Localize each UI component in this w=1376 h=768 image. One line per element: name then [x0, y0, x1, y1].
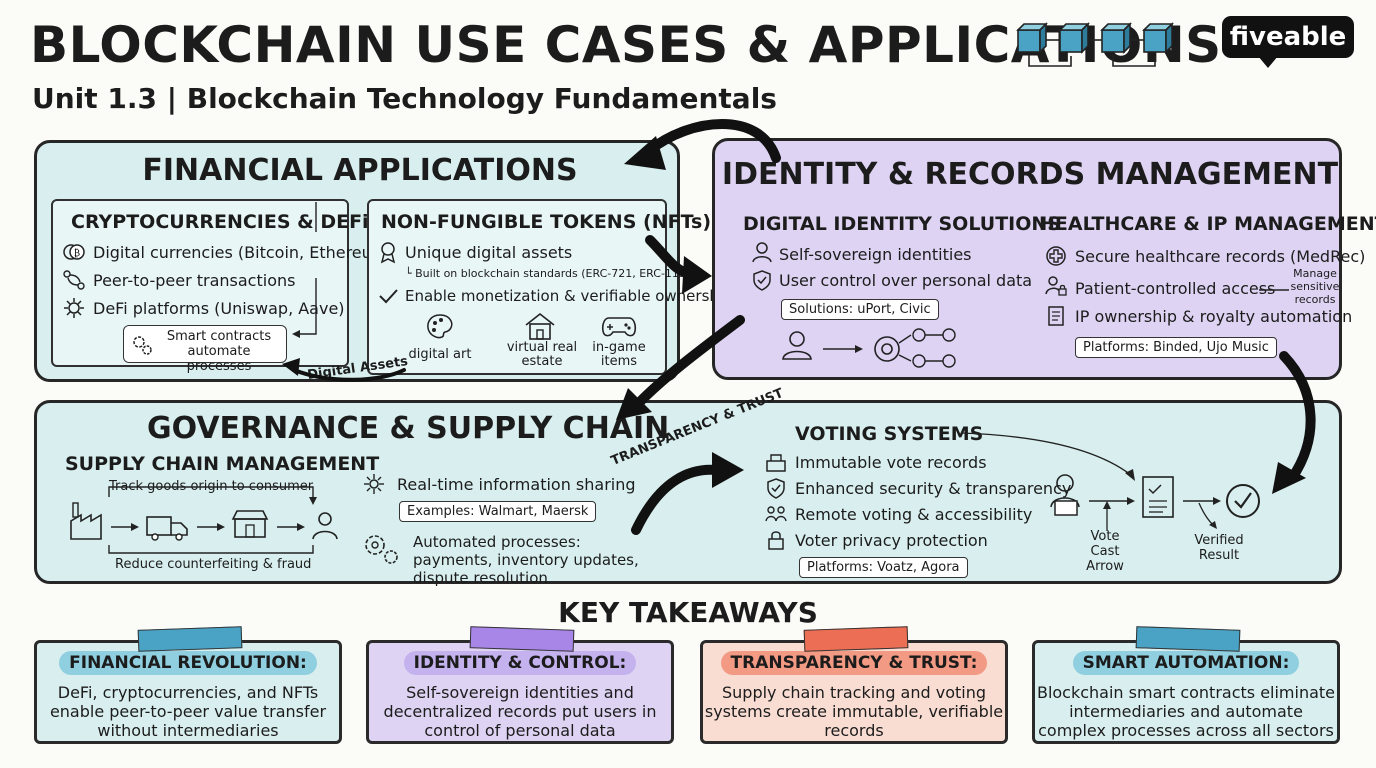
crypto-box: CRYPTOCURRENCIES & DEFi ₿ Digital curren… — [51, 199, 394, 374]
takeaway-title: TRANSPARENCY & TRUST: — [720, 651, 988, 675]
takeaway-card-transparency: TRANSPARENCY & TRUST: Supply chain track… — [700, 640, 1008, 744]
nft-unique: Unique digital assets — [405, 243, 573, 262]
takeaway-body: Supply chain tracking and voting systems… — [704, 683, 1004, 740]
voting-title: VOTING SYSTEMS — [795, 423, 984, 445]
nft-example: virtual real estate — [506, 340, 578, 369]
nft-standards: └ Built on blockchain standards (ERC-721… — [405, 267, 697, 280]
tape-strip — [803, 626, 909, 652]
medical-cross-icon — [1046, 246, 1066, 266]
house-icon — [525, 312, 555, 340]
voting-item: Immutable vote records — [795, 453, 987, 472]
fiveable-logo: fiveable — [1222, 16, 1354, 58]
crypto-item: Peer-to-peer transactions — [93, 271, 296, 290]
voting-curve-arrow — [960, 432, 1135, 481]
remote-users-icon — [765, 506, 787, 522]
gamepad-icon — [601, 317, 637, 337]
takeaway-title: SMART AUTOMATION: — [1072, 651, 1300, 675]
crypto-item: Digital currencies (Bitcoin, Ethereum) — [93, 243, 394, 262]
connector-line — [1259, 289, 1289, 291]
logo-tail — [1258, 56, 1278, 68]
shield-check-icon — [767, 478, 785, 499]
identity-panel: IDENTITY & RECORDS MANAGEMENT DIGITAL ID… — [712, 138, 1376, 380]
network-gear-icon — [64, 298, 84, 318]
takeaway-title: FINANCIAL REVOLUTION: — [59, 651, 317, 675]
realtime-label: Real-time information sharing — [397, 475, 636, 494]
voting-item: Enhanced security & transparency — [795, 479, 1072, 498]
takeaways-title: KEY TAKEAWAYS — [558, 596, 818, 629]
supply-chain-title: SUPPLY CHAIN MANAGEMENT — [65, 453, 380, 475]
tape-strip — [469, 626, 575, 652]
lock-icon — [768, 531, 784, 550]
crypto-title: CRYPTOCURRENCIES & DEFi — [71, 211, 369, 233]
health-item: Patient-controlled access — [1075, 279, 1276, 298]
identity-item: User control over personal data — [779, 271, 1033, 290]
verified-label: Verified Result — [1194, 533, 1244, 563]
shield-icon — [753, 270, 771, 291]
user-lock-icon — [1045, 276, 1067, 296]
coins-icon: ₿ — [63, 244, 85, 260]
smart-contracts-box: Smart contracts automate processes — [123, 325, 287, 374]
tape-strip — [1135, 626, 1241, 652]
tape-strip — [137, 626, 243, 652]
page-subtitle: Unit 1.3 | Blockchain Technology Fundame… — [32, 82, 777, 115]
check-icon — [379, 289, 398, 304]
takeaway-title-wrap: SMART AUTOMATION: — [1035, 651, 1337, 675]
nft-title: NON-FUNGIBLE TOKENS (NFTs) — [381, 211, 712, 233]
document-icon — [1048, 306, 1064, 326]
voting-platforms-chip: Platforms: Voatz, Agora — [799, 557, 968, 578]
examples-chip: Examples: Walmart, Maersk — [399, 501, 597, 522]
supply-chain-flow — [70, 486, 338, 554]
solutions-chip: Solutions: uPort, Civic — [781, 299, 939, 320]
vote-cast-label: Vote Cast Arrow — [1086, 529, 1124, 574]
corner-glyph: └ — [405, 267, 416, 280]
svg-text:₿: ₿ — [74, 248, 80, 259]
takeaway-body: Self-sovereign identities and decentrali… — [383, 683, 657, 740]
nft-example: in-game items — [592, 340, 646, 369]
health-item: IP ownership & royalty automation — [1075, 307, 1353, 326]
takeaway-body: DeFi, cryptocurrencies, and NFTs enable … — [49, 683, 327, 740]
nft-example: digital art — [408, 347, 472, 362]
financial-panel: FINANCIAL APPLICATIONS CRYPTOCURRENCIES … — [34, 140, 733, 383]
takeaway-body: Blockchain smart contracts eliminate int… — [1036, 683, 1336, 740]
digital-identity-title: DIGITAL IDENTITY SOLUTIONS — [743, 213, 1061, 235]
sharing-hub-icon — [364, 474, 384, 494]
health-item: Secure healthcare records (MedRec) — [1075, 247, 1366, 266]
smart-contracts-label: Smart contracts automate processes — [166, 329, 272, 374]
financial-title: FINANCIAL APPLICATIONS — [142, 153, 578, 188]
nft-box: NON-FUNGIBLE TOKENS (NFTs) Unique digita… — [367, 199, 733, 375]
blockchain-cubes-icon — [1016, 22, 1174, 67]
ballot-box-icon — [766, 454, 786, 472]
nft-standards-text: Built on blockchain standards (ERC-721, … — [415, 267, 698, 280]
award-icon — [380, 242, 396, 264]
identity-title: IDENTITY & RECORDS MANAGEMENT — [721, 157, 1339, 192]
gears-icon — [365, 535, 398, 564]
crypto-item: DeFi platforms (Uniswap, Aave) — [93, 299, 345, 318]
takeaway-title-wrap: TRANSPARENCY & TRUST: — [703, 651, 1005, 675]
takeaway-card-automation: SMART AUTOMATION: Blockchain smart contr… — [1032, 640, 1340, 744]
takeaway-card-financial: FINANCIAL REVOLUTION: DeFi, cryptocurren… — [34, 640, 342, 744]
voting-item: Remote voting & accessibility — [795, 505, 1033, 524]
p2p-icon — [63, 270, 85, 290]
gears-icon — [133, 336, 152, 355]
healthcare-title: HEALTHCARE & IP MANAGEMENT — [1039, 213, 1376, 235]
platforms-chip: Platforms: Binded, Ujo Music — [1075, 337, 1277, 358]
reduce-label: Reduce counterfeiting & fraud — [115, 557, 312, 572]
voting-flow-diagram — [1050, 474, 1260, 531]
nft-monetize: Enable monetization & verifiable ownersh… — [405, 287, 733, 305]
voting-item: Voter privacy protection — [795, 531, 988, 550]
identity-item: Self-sovereign identities — [779, 245, 972, 264]
automated-label: Automated processes: payments, inventory… — [413, 533, 639, 587]
manage-note: Manage sensitive records — [1290, 267, 1340, 306]
governance-title: GOVERNANCE & SUPPLY CHAIN — [147, 411, 670, 446]
user-icon — [752, 242, 772, 263]
palette-icon — [427, 314, 453, 339]
takeaway-title-wrap: FINANCIAL REVOLUTION: — [37, 651, 339, 675]
takeaway-card-identity: IDENTITY & CONTROL: Self-sovereign ident… — [366, 640, 674, 744]
takeaway-title: IDENTITY & CONTROL: — [403, 651, 637, 675]
identity-flow-diagram — [782, 328, 956, 368]
takeaway-title-wrap: IDENTITY & CONTROL: — [369, 651, 671, 675]
governance-panel: GOVERNANCE & SUPPLY CHAIN SUPPLY CHAIN M… — [34, 386, 1342, 587]
